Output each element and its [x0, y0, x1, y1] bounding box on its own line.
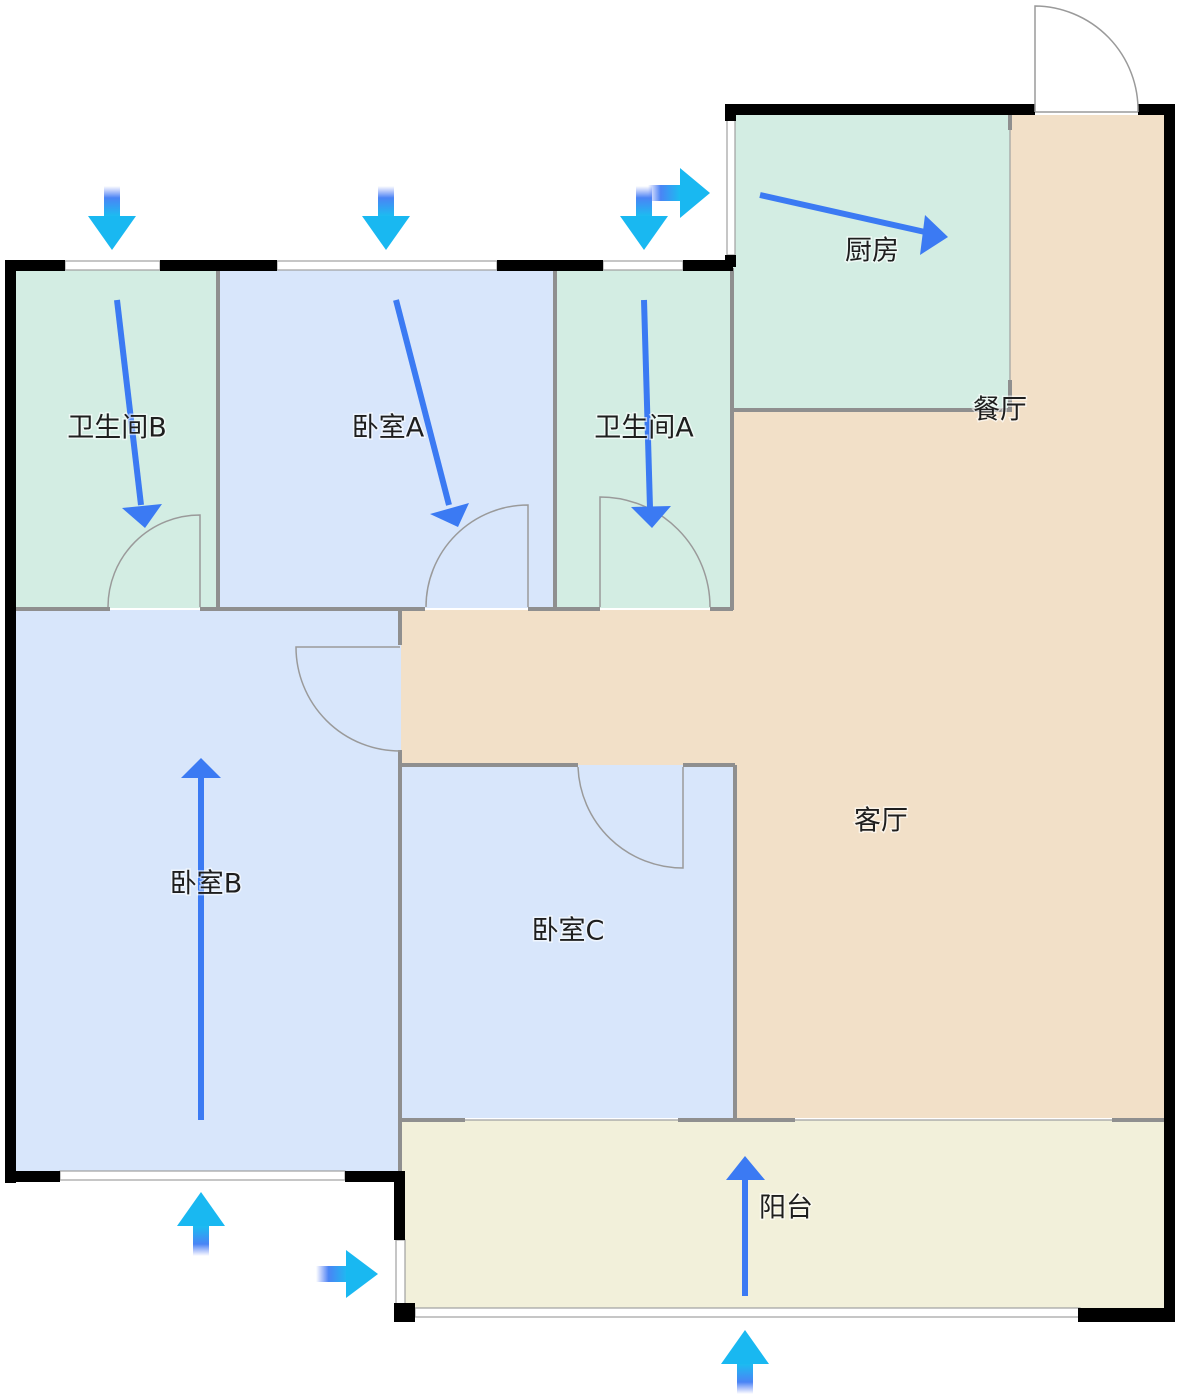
interior-walls	[10, 115, 1166, 1178]
bedroom-b-area	[15, 610, 401, 1173]
bedroom-c-area	[402, 765, 735, 1118]
room-label-dining: 餐厅	[973, 395, 1027, 426]
balcony-area	[402, 1120, 1166, 1312]
kitchen-area	[733, 115, 1010, 410]
arrow-down-icon	[88, 186, 136, 250]
living-dining-area	[400, 115, 1165, 1118]
room-label-bedroom-b: 卧室B	[170, 869, 243, 900]
arrow-right-icon	[648, 168, 710, 218]
exterior-walls	[5, 104, 1175, 1322]
airflow-arrows	[114, 192, 948, 1296]
room-label-bathroom-a: 卫生间A	[594, 413, 694, 444]
room-label-living: 客厅	[854, 806, 908, 837]
arrow-right-icon	[316, 1250, 378, 1298]
doors	[107, 5, 1139, 869]
bathroom-b-area	[15, 270, 217, 608]
room-label-bathroom-b: 卫生间B	[67, 413, 167, 444]
entry-door	[1034, 5, 1139, 113]
room-label-bedroom-c: 卧室C	[532, 916, 605, 947]
room-label-bedroom-a: 卧室A	[352, 413, 425, 444]
room-label-kitchen: 厨房	[845, 236, 899, 267]
outside-airflow-arrows	[88, 168, 769, 1394]
arrow-up-icon	[177, 1192, 225, 1256]
room-label-balcony: 阳台	[759, 1193, 813, 1224]
arrow-down-icon	[362, 186, 410, 250]
bedroom-a-area	[219, 270, 555, 608]
arrow-up-icon	[721, 1330, 769, 1394]
